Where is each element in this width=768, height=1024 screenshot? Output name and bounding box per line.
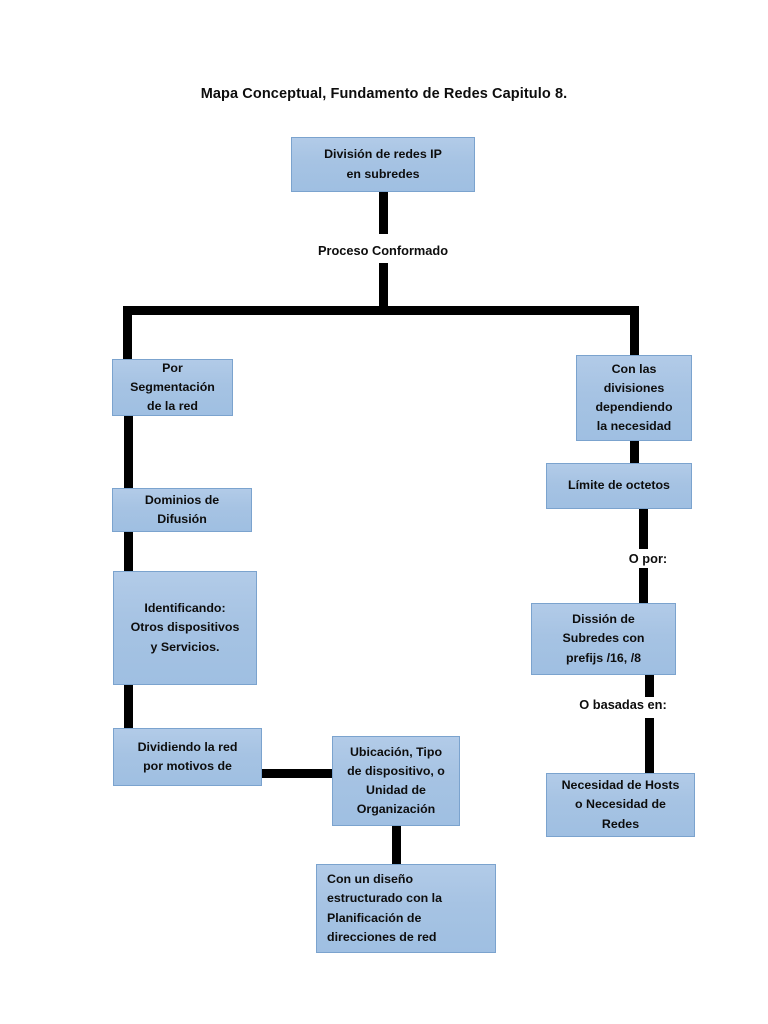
node-con-las-divisiones-dependiendo-la-necesidad[interactable]: Con las divisiones dependiendo la necesidad — [576, 355, 692, 441]
node-line-3: de la red — [147, 399, 198, 414]
node-line-2: estructurado con la — [327, 891, 442, 906]
node-line-1: División de redes IP — [324, 147, 442, 162]
node-line-4: direcciones de red — [327, 929, 437, 944]
node-line-1: Límite de octetos — [568, 478, 670, 493]
node-label: Ubicación, Tipo de dispositivo, o Unidad d… — [337, 743, 455, 820]
node-dividiendo-la-red-por-motivos-de[interactable]: Dividiendo la red por motivos de — [113, 728, 262, 786]
connector-splitter-to-segmentacion — [123, 306, 132, 360]
node-label: Necesidad de Hosts o Necesidad de Redes — [551, 776, 690, 834]
node-division-de-redes-ip[interactable]: División de redes IP en subredes — [291, 137, 475, 192]
node-dominios-de-difusion[interactable]: Dominios de Difusión — [112, 488, 252, 532]
node-line-2: por motivos de — [143, 759, 232, 773]
connector-opor-to-dission — [639, 568, 648, 604]
node-line-1: Dividiendo la red — [137, 739, 238, 754]
page-title: Mapa Conceptual, Fundamento de Redes Cap… — [200, 86, 568, 102]
node-line-1: Con las — [611, 361, 657, 376]
node-line-2: o Necesidad de — [575, 797, 666, 812]
connector-segmentacion-to-dominios — [124, 415, 133, 489]
edge-label-o-por: O por: — [600, 551, 696, 567]
node-line-3: dependiendo — [595, 400, 673, 414]
node-label: Dividiendo la red por motivos de — [118, 738, 257, 776]
node-line-3: Planificación de — [327, 910, 422, 925]
node-ubicacion-tipo-de-dispositivo-unidad-de-organizacion[interactable]: Ubicación, Tipo de dispositivo, o Unidad d… — [332, 736, 460, 826]
connector-limite-to-opor — [639, 509, 648, 549]
node-label: Con las divisiones dependiendo la necesidad — [581, 360, 687, 437]
node-line-3: prefijs /16, /8 — [565, 650, 642, 665]
node-necesidad-de-hosts-o-necesidad-de-redes[interactable]: Necesidad de Hosts o Necesidad de Redes — [546, 773, 695, 837]
node-line-3: y Servicios. — [150, 639, 220, 654]
node-line-1: Dominios de — [144, 492, 220, 507]
connector-identificando-to-dividiendo — [124, 684, 133, 729]
node-label: Identificando: Otros dispositivos y Servic… — [118, 599, 252, 657]
node-identificando-otros-dispositivos-y-servicios[interactable]: Identificando: Otros dispositivos y Servic… — [113, 571, 257, 685]
node-line-4: Organización — [356, 802, 436, 817]
node-line-3: Redes — [601, 816, 640, 831]
node-line-2: en subredes — [346, 166, 420, 181]
node-line-1: Dissión de — [572, 612, 635, 627]
node-line-1: Identificando: — [144, 601, 226, 616]
node-label: Límite de octetos — [551, 476, 687, 495]
node-line-2: Segmentación — [130, 379, 215, 394]
node-line-2: divisiones — [603, 380, 665, 395]
node-line-1: Ubicación, Tipo — [349, 744, 443, 759]
connector-ubicacion-to-diseno — [392, 826, 401, 866]
node-line-1: Con un diseño — [327, 872, 414, 887]
node-line-1: Necesidad de Hosts — [561, 778, 680, 793]
connector-dividiendo-to-ubicacion — [260, 769, 336, 778]
node-con-un-diseno-estructurado-planificacion[interactable]: Con un diseño estructurado con la Planific… — [316, 864, 496, 953]
connector-dission-to-obasadas — [645, 674, 654, 698]
connector-dominios-to-identificando — [124, 531, 133, 572]
node-line-2: Difusión — [157, 512, 207, 526]
connector-root-to-label — [379, 190, 388, 234]
connector-obasadas-to-necesidad — [645, 718, 654, 774]
connector-splitter-bar — [123, 306, 639, 315]
node-line-2: de dispositivo, o — [347, 763, 445, 778]
connector-splitter-to-divisiones — [630, 306, 639, 356]
node-line-3: Unidad de — [366, 783, 426, 797]
edge-label-proceso-conformado: Proceso Conformado — [300, 243, 466, 259]
node-dission-de-subredes-con-prefijs[interactable]: Dissión de Subredes con prefijs /16, /8 — [531, 603, 676, 675]
node-line-4: la necesidad — [596, 419, 672, 434]
connector-label-to-splitter — [379, 263, 388, 311]
node-label: Con un diseño estructurado con la Planific… — [327, 870, 491, 947]
node-limite-de-octetos[interactable]: Límite de octetos — [546, 463, 692, 509]
node-line-2: Otros dispositivos — [130, 620, 240, 635]
edge-label-o-basadas-en: O basadas en: — [545, 697, 701, 713]
node-line-1: Por — [162, 360, 183, 375]
node-line-2: Subredes con — [562, 631, 645, 646]
node-label: Dissión de Subredes con prefijs /16, /8 — [536, 610, 671, 668]
connector-divisiones-to-limite — [630, 440, 639, 464]
node-label: Dominios de Difusión — [117, 491, 247, 529]
node-label: División de redes IP en subredes — [296, 145, 470, 183]
